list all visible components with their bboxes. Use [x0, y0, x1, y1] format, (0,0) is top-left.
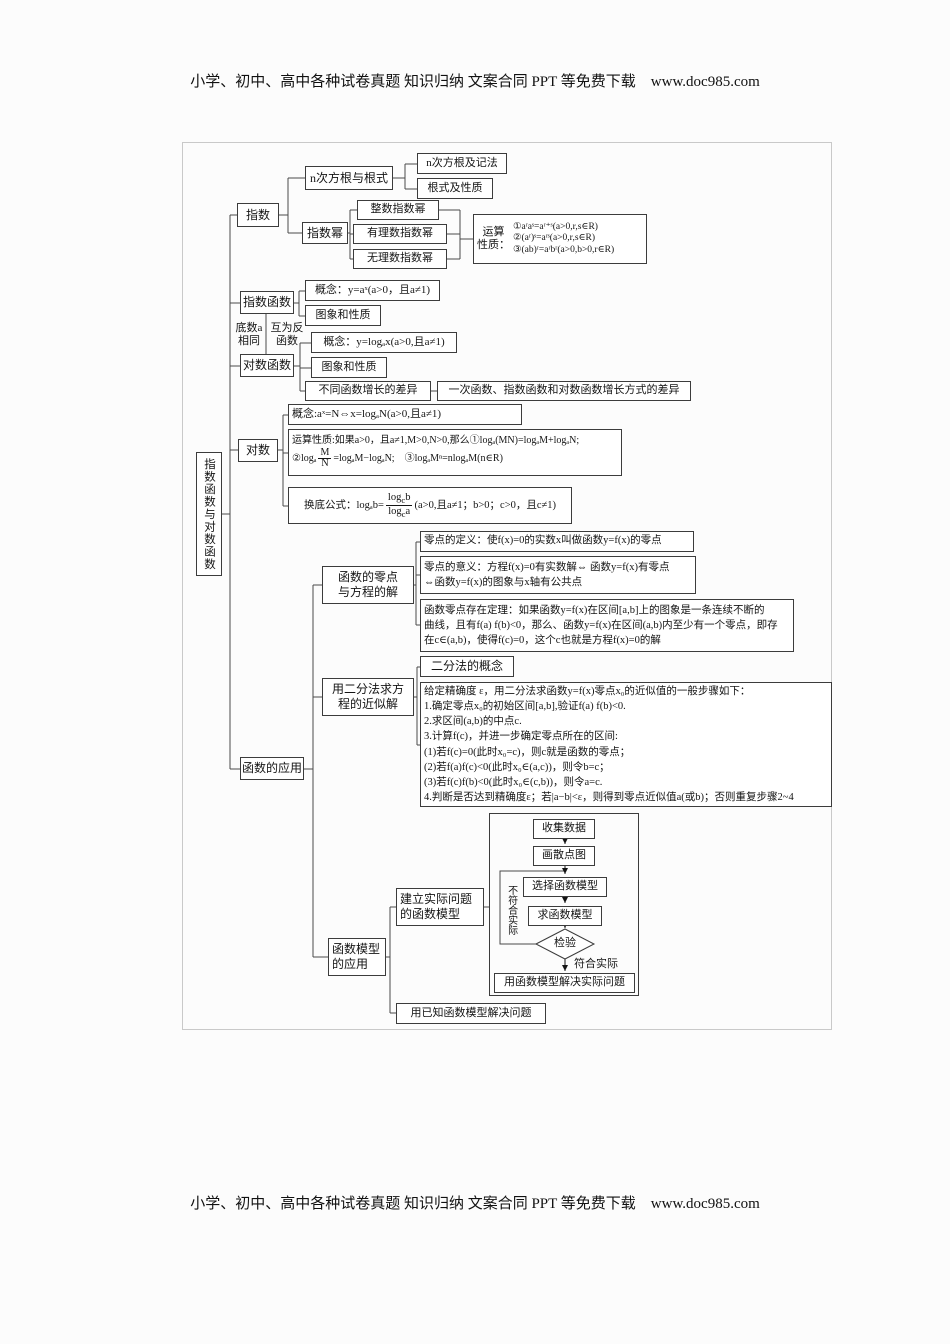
node-zero-meaning: 零点的意义：方程f(x)=0有实数解⇔ 函数y=f(x)有零点 ⇔函数y=f(x…	[420, 556, 696, 594]
page-header: 小学、初中、高中各种试卷真题 知识归纳 文案合同 PPT 等免费下载 www.d…	[190, 74, 760, 90]
node-exp-function-graph: 图象和性质	[305, 305, 381, 326]
fraction-denominator: N	[321, 458, 329, 470]
node-bisection-steps: 给定精确度 ε，用二分法求函数y=f(x)零点x₀的近似值的一般步骤如下： 1.…	[420, 682, 832, 807]
flow-fit-no-label: 不符合实际	[505, 885, 517, 935]
flow-check-label: 检验	[554, 937, 576, 950]
node-radical-properties: 根式及性质	[417, 178, 493, 199]
log-properties-line1: 运算性质:如果a>0，且a≠1,M>0,N>0,那么①logₐ(MN)=logₐ…	[292, 435, 580, 447]
node-power-properties: 运算 性质： ①aʳaˢ=aʳ⁺ˢ(a>0,r,s∈R) ②(aʳ)ˢ=aʳˢ(…	[473, 214, 647, 264]
diagram-border	[182, 142, 832, 1030]
fraction-numerator: M	[318, 446, 332, 460]
flowchart-container	[489, 813, 639, 996]
node-exponent: 指数	[237, 203, 279, 227]
node-rational-power: 有理数指数幂	[353, 224, 447, 244]
flow-fit-yes-label: 符合实际	[574, 958, 618, 971]
node-model-application: 函数模型 的应用	[328, 938, 386, 976]
flow-scatter-plot: 画散点图	[533, 846, 595, 866]
node-log-function: 对数函数	[240, 354, 294, 377]
power-properties-label: 运算 性质：	[477, 225, 510, 251]
log-properties-line2-prefix: ②logₐ	[292, 452, 317, 464]
node-nth-root: n次方根与根式	[305, 166, 393, 190]
flow-choose-model: 选择函数模型	[523, 877, 607, 897]
label-same-base: 底数a 相同	[235, 321, 263, 347]
node-integer-power: 整数指数幂	[357, 200, 439, 220]
node-bisection: 用二分法求方 程的近似解	[322, 678, 414, 716]
node-bisection-concept: 二分法的概念	[420, 656, 514, 677]
node-exp-function-concept: 概念：y=aˣ(a>0，且a≠1)	[305, 280, 440, 301]
node-use-known-model: 用已知函数模型解决问题	[396, 1003, 546, 1024]
page-footer: 小学、初中、高中各种试卷真题 知识归纳 文案合同 PPT 等免费下载 www.d…	[190, 1196, 760, 1212]
change-base-numerator: logcb	[385, 491, 413, 506]
node-root: 指数函数与对数函数	[196, 452, 222, 576]
node-growth-difference-detail: 一次函数、指数函数和对数函数增长方式的差异	[437, 381, 691, 401]
log-properties-line2-suffix: =logₐM−logₐN; ③logₐMⁿ=nlogₐM(n∈R)	[333, 452, 503, 464]
node-log-function-graph: 图象和性质	[311, 357, 387, 378]
fraction-change-base: logcb logca	[385, 491, 413, 520]
node-growth-difference: 不同函数增长的差异	[305, 381, 431, 401]
change-base-prefix: 换底公式：logₐb=	[303, 499, 384, 511]
node-irrational-power: 无理数指数幂	[353, 249, 447, 269]
node-exponent-power: 指数幂	[302, 222, 348, 244]
flow-solve-problem: 用函数模型解决实际问题	[494, 973, 635, 993]
label-inverse-function: 互为反 函数	[270, 321, 304, 347]
node-logarithm: 对数	[238, 439, 278, 462]
node-function-zero: 函数的零点 与方程的解	[322, 566, 414, 604]
power-properties-formulas: ①aʳaˢ=aʳ⁺ˢ(a>0,r,s∈R) ②(aʳ)ˢ=aʳˢ(a>0,r,s…	[513, 221, 615, 255]
log-properties-line2: ②logₐ M N =logₐM−logₐN; ③logₐMⁿ=nlogₐM(n…	[292, 446, 503, 470]
fraction-m-over-n: M N	[318, 446, 332, 470]
node-zero-definition: 零点的定义：使f(x)=0的实数x叫做函数y=f(x)的零点	[420, 531, 694, 552]
node-zero-theorem: 函数零点存在定理：如果函数y=f(x)在区间[a,b]上的图象是一条连续不断的 …	[420, 599, 794, 652]
node-nth-root-notation: n次方根及记法	[417, 153, 507, 174]
node-application: 函数的应用	[240, 757, 304, 780]
node-log-function-concept: 概念：y=logₐx(a>0,且a≠1)	[311, 332, 457, 353]
node-change-base-formula: 换底公式：logₐb= logcb logca (a>0,且a≠1；b>0；c>…	[288, 487, 572, 524]
node-build-model: 建立实际问题 的函数模型	[396, 888, 484, 926]
check-diamond	[534, 928, 596, 960]
flow-collect-data: 收集数据	[533, 819, 595, 839]
change-base-suffix: (a>0,且a≠1；b>0；c>0，且c≠1)	[414, 499, 557, 511]
change-base-denominator: logca	[388, 506, 411, 520]
node-exp-function: 指数函数	[240, 291, 294, 314]
node-log-concept: 概念:aˣ=N⇔x=logₐN(a>0,且a≠1)	[288, 404, 522, 425]
flow-fit-model: 求函数模型	[528, 906, 602, 926]
node-log-properties: 运算性质:如果a>0，且a≠1,M>0,N>0,那么①logₐ(MN)=logₐ…	[288, 429, 622, 476]
